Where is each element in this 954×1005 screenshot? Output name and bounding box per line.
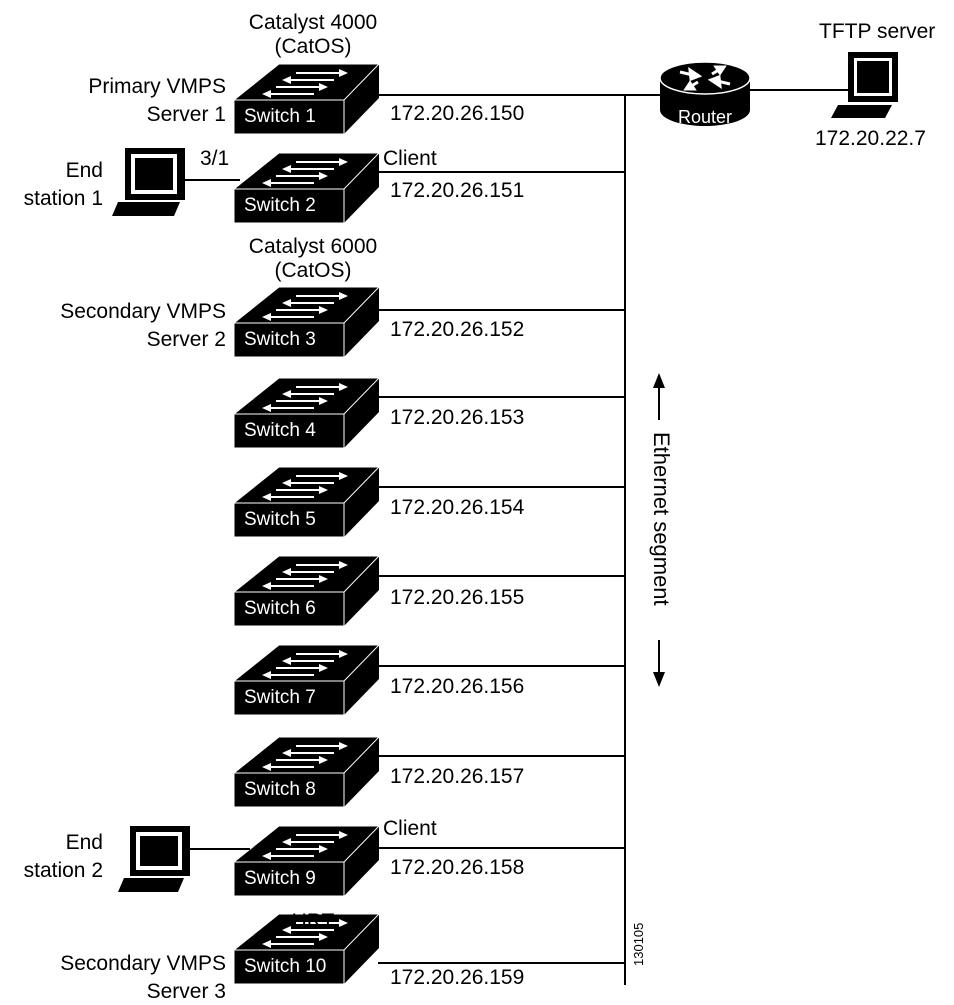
switch-name-3: Switch 3 bbox=[244, 329, 316, 350]
switch-icon-6 bbox=[232, 555, 381, 627]
switch-ip-6: 172.20.26.155 bbox=[390, 586, 525, 609]
tftp-server-icon bbox=[831, 52, 898, 118]
end-station-2-line2: station 2 bbox=[23, 859, 103, 882]
switches bbox=[232, 63, 381, 985]
switch-icon-10 bbox=[232, 913, 381, 985]
switch-10-urt-label: URT bbox=[291, 910, 335, 933]
switch-ip-7: 172.20.26.156 bbox=[390, 675, 525, 698]
switch-9-client-label: Client bbox=[383, 817, 437, 840]
tftp-server-label: TFTP server bbox=[819, 20, 936, 43]
switch-icon-4 bbox=[232, 377, 381, 449]
end-station-1-icon bbox=[112, 148, 185, 216]
switch-name-4: Switch 4 bbox=[244, 420, 316, 441]
primary-vmps-label: Primary VMPS bbox=[88, 75, 226, 98]
end-station-1-line2: station 1 bbox=[23, 187, 103, 210]
ethernet-arrows bbox=[653, 373, 665, 687]
switch-icon-2 bbox=[232, 152, 381, 224]
switch-ip-1: 172.20.26.150 bbox=[390, 102, 525, 125]
switch-links bbox=[378, 94, 625, 964]
switch-name-5: Switch 5 bbox=[244, 509, 316, 530]
server-1-label: Server 1 bbox=[146, 103, 226, 126]
switch-2-client-label: Client bbox=[383, 147, 437, 170]
switch-name-8: Switch 8 bbox=[244, 779, 316, 800]
switch-name-7: Switch 7 bbox=[244, 687, 316, 708]
figure-id: 130105 bbox=[631, 922, 646, 966]
switch-1-os-label: (CatOS) bbox=[274, 35, 352, 58]
switch-ip-10: 172.20.26.159 bbox=[390, 966, 525, 989]
switch-1-model-label: Catalyst 4000 bbox=[248, 11, 378, 34]
switch-3-os-label: (CatOS) bbox=[274, 259, 352, 282]
end-station-2-line1: End bbox=[65, 831, 103, 854]
switch-icon-9 bbox=[232, 825, 381, 897]
switch-icon-7 bbox=[232, 644, 381, 716]
router-icon bbox=[659, 61, 751, 126]
switch-name-1: Switch 1 bbox=[244, 106, 316, 127]
switch-name-2: Switch 2 bbox=[244, 195, 316, 216]
server-2-label: Server 2 bbox=[146, 328, 226, 351]
switch-icon-1 bbox=[232, 63, 381, 135]
switch-name-6: Switch 6 bbox=[244, 598, 316, 619]
tftp-server-ip: 172.20.22.7 bbox=[815, 127, 926, 150]
switch-ip-3: 172.20.26.152 bbox=[390, 318, 525, 341]
switch-ip-2: 172.20.26.151 bbox=[390, 179, 525, 202]
switch-ip-8: 172.20.26.157 bbox=[390, 765, 525, 788]
ethernet-segment-label: Ethernet segment bbox=[649, 432, 674, 606]
router-label: Router bbox=[678, 107, 733, 127]
switch-ip-4: 172.20.26.153 bbox=[390, 406, 525, 429]
secondary-vmps-3-label: Secondary VMPS bbox=[60, 952, 226, 975]
switch-icon-3 bbox=[232, 286, 381, 358]
switch-icon-8 bbox=[232, 736, 381, 808]
switch-name-10: Switch 10 bbox=[244, 956, 327, 977]
switch-icon-5 bbox=[232, 466, 381, 538]
switch-3-model-label: Catalyst 6000 bbox=[248, 235, 378, 258]
end-station-2-icon bbox=[118, 826, 190, 892]
switch-name-9: Switch 9 bbox=[244, 868, 316, 889]
switch-ip-5: 172.20.26.154 bbox=[390, 496, 525, 519]
switch-ip-9: 172.20.26.158 bbox=[390, 856, 525, 879]
port-label: 3/1 bbox=[200, 147, 230, 170]
server-3-label: Server 3 bbox=[146, 980, 226, 1003]
end-station-1-line1: End bbox=[65, 159, 103, 182]
secondary-vmps-2-label: Secondary VMPS bbox=[60, 300, 226, 323]
